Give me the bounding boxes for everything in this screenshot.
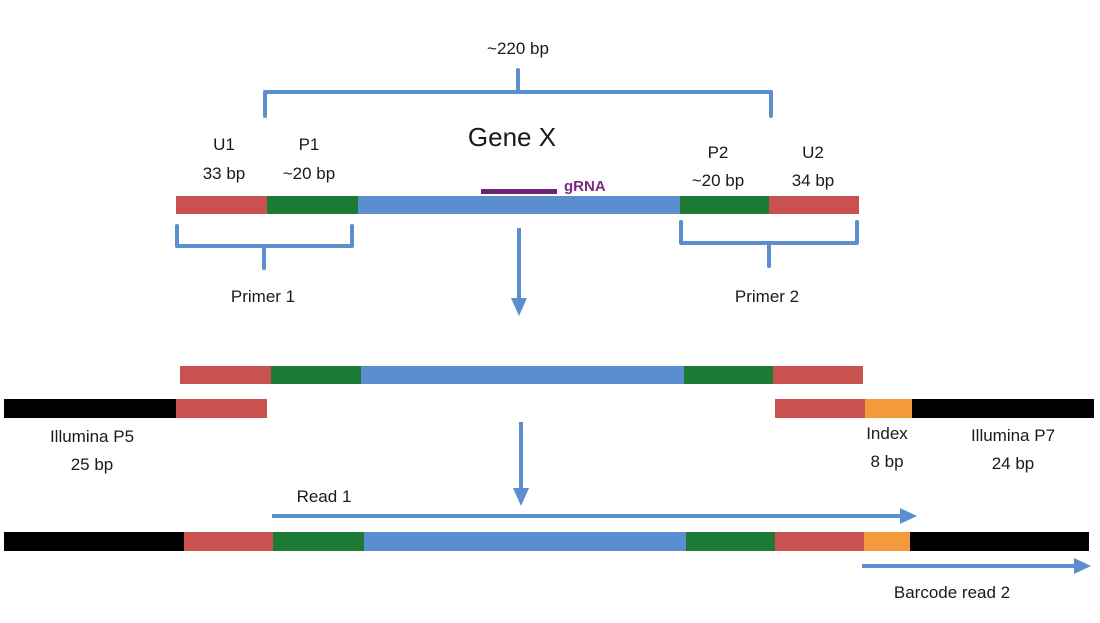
primer2-brace bbox=[679, 220, 859, 268]
gene-x-segment bbox=[358, 196, 680, 214]
p5-u1-segment bbox=[176, 399, 267, 418]
index-segment bbox=[865, 399, 912, 418]
final-illumina-p5-segment bbox=[4, 532, 184, 551]
barcode-read2-label: Barcode read 2 bbox=[894, 583, 1010, 602]
amplicon-row bbox=[180, 366, 863, 384]
final-u1-segment bbox=[184, 532, 273, 551]
final-gene-segment bbox=[364, 532, 686, 551]
illumina-p7-name-label: Illumina P7 bbox=[971, 426, 1055, 445]
amplicon-brace bbox=[263, 68, 773, 118]
grna-label: gRNA bbox=[564, 178, 606, 195]
barcode-read2-arrow bbox=[862, 558, 1091, 574]
u2-segment bbox=[769, 196, 859, 214]
read1-arrow bbox=[272, 508, 917, 524]
p1-segment bbox=[267, 196, 358, 214]
p1-size-label: ~20 bp bbox=[283, 164, 335, 183]
amplicon-u2-segment bbox=[773, 366, 863, 384]
gene-construct-row bbox=[176, 196, 859, 214]
illumina-p7-size-label: 24 bp bbox=[992, 454, 1035, 473]
illumina-p5-size-label: 25 bp bbox=[71, 455, 114, 474]
down-arrow-1 bbox=[511, 228, 527, 316]
primer1-brace bbox=[175, 224, 354, 270]
final-p1-segment bbox=[273, 532, 364, 551]
amplicon-p2-segment bbox=[684, 366, 773, 384]
read1-label: Read 1 bbox=[297, 487, 352, 506]
primer1-label: Primer 1 bbox=[231, 287, 295, 306]
final-index-segment bbox=[864, 532, 910, 551]
grna-bar bbox=[481, 189, 557, 194]
index-size-label: 8 bp bbox=[870, 452, 903, 471]
final-p2-segment bbox=[686, 532, 775, 551]
illumina-p5-name-label: Illumina P5 bbox=[50, 427, 134, 446]
illumina-p7-segment bbox=[912, 399, 1094, 418]
primer2-label: Primer 2 bbox=[735, 287, 799, 306]
amplicon-size-label: ~220 bp bbox=[487, 39, 549, 58]
index-name-label: Index bbox=[866, 424, 908, 443]
p2-size-label: ~20 bp bbox=[692, 171, 744, 190]
amplicon-gene-segment bbox=[361, 366, 684, 384]
final-illumina-p7-segment bbox=[910, 532, 1089, 551]
final-library-row bbox=[4, 532, 1089, 551]
adapter-primers-row bbox=[4, 399, 1094, 418]
u2-size-label: 34 bp bbox=[792, 171, 835, 190]
u1-name-label: U1 bbox=[213, 135, 235, 154]
down-arrow-2 bbox=[513, 422, 529, 506]
u2-name-label: U2 bbox=[802, 143, 824, 162]
amplicon-u1-segment bbox=[180, 366, 271, 384]
u1-segment bbox=[176, 196, 267, 214]
p2-name-label: P2 bbox=[708, 143, 729, 162]
gene-x-label: Gene X bbox=[468, 122, 556, 152]
p7-u2-segment bbox=[775, 399, 865, 418]
final-u2-segment bbox=[775, 532, 864, 551]
p2-segment bbox=[680, 196, 769, 214]
p1-name-label: P1 bbox=[299, 135, 320, 154]
illumina-p5-segment bbox=[4, 399, 176, 418]
u1-size-label: 33 bp bbox=[203, 164, 246, 183]
amplicon-p1-segment bbox=[271, 366, 361, 384]
